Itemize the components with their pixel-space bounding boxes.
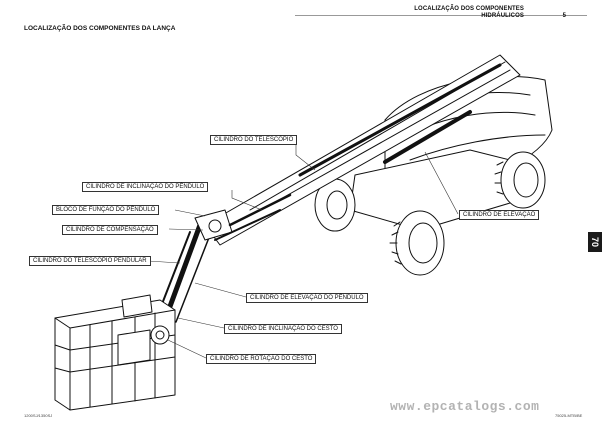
side-tab: 70 xyxy=(588,232,602,252)
callout-pendular-telescope-cylinder: CILINDRO DO TELESCÓPIO PENDULAR xyxy=(29,256,151,266)
callout-lift-cylinder: CILINDRO DE ELEVAÇÃO xyxy=(459,210,540,220)
side-tab-label: 70 xyxy=(589,236,600,248)
footer-right-code: 75025-MTB/BE xyxy=(555,413,583,418)
callout-basket-tilt-cylinder: CILINDRO DE INCLINAÇÃO DO CESTO xyxy=(224,324,342,334)
watermark: www.epcatalogs.com xyxy=(390,399,540,414)
header-title: LOCALIZAÇÃO DOS COMPONENTES HIDRÁULICOS xyxy=(414,6,524,20)
header-rule xyxy=(295,15,587,16)
callout-pendulum-tilt-cylinder: CILINDRO DE INCLINAÇÃO DO PÊNDULO xyxy=(82,182,209,192)
section-title: LOCALIZAÇÃO DOS COMPONENTES DA LANÇA xyxy=(24,25,176,32)
callout-pendulum-function-block: BLOCO DE FUNÇÃO DO PÊNDULO xyxy=(52,205,160,215)
callout-pendulum-lift-cylinder: CILINDRO DE ELEVAÇÃO DO PÊNDULO xyxy=(246,293,368,303)
callout-telescope-cylinder: CILINDRO DO TELESCÓPIO xyxy=(210,135,298,145)
footer-left-code: 1200SJ/1350SJ xyxy=(24,413,53,418)
callout-compensation-cylinder: CILINDRO DE COMPENSAÇÃO xyxy=(62,225,158,235)
callout-basket-rotation-cylinder: CILINDRO DE ROTAÇÃO DO CESTO xyxy=(206,354,317,364)
page-number: 5 xyxy=(562,13,566,19)
header-title-line1: LOCALIZAÇÃO DOS COMPONENTES xyxy=(414,6,524,12)
header-title-line2: HIDRÁULICOS xyxy=(481,13,524,19)
